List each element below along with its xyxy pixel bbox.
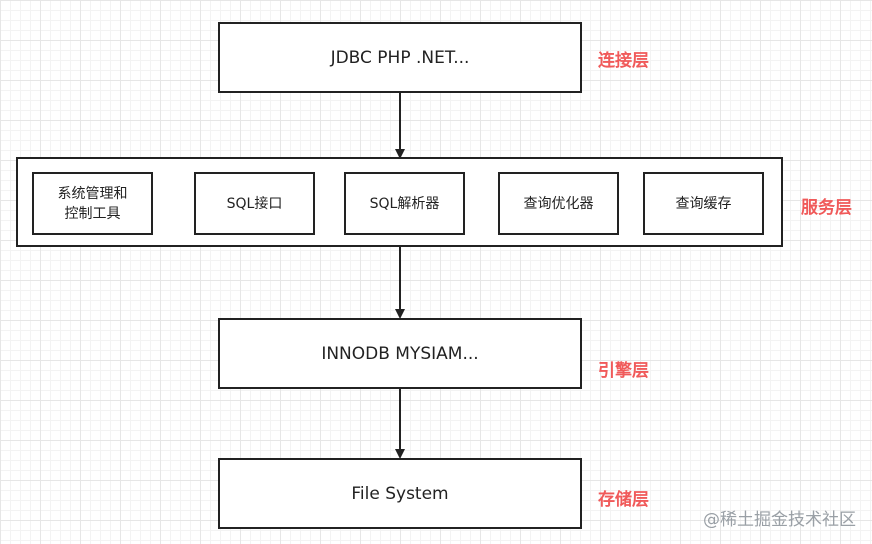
service-component-query-optimizer: 查询优化器 (498, 172, 619, 235)
service-component-sql-parser: SQL解析器 (344, 172, 465, 235)
watermark-text: @稀土掘金技术社区 (703, 510, 856, 530)
service-layer-label: 服务层 (801, 198, 852, 218)
storage-layer-text: File System (351, 483, 449, 504)
connection-layer-box: JDBC PHP .NET... (218, 22, 582, 93)
storage-layer-label: 存储层 (598, 490, 649, 510)
connection-layer-label: 连接层 (598, 51, 649, 71)
engine-layer-box: INNODB MYSIAM... (218, 318, 582, 389)
service-component-admin-tools: 系统管理和 控制工具 (32, 172, 153, 235)
service-layer-box: 系统管理和 控制工具 SQL接口 SQL解析器 查询优化器 查询缓存 (16, 157, 783, 247)
service-component-sql-interface: SQL接口 (194, 172, 315, 235)
engine-layer-label: 引擎层 (598, 361, 649, 381)
connection-layer-text: JDBC PHP .NET... (330, 47, 470, 68)
storage-layer-box: File System (218, 458, 582, 529)
service-component-query-cache: 查询缓存 (643, 172, 764, 235)
engine-layer-text: INNODB MYSIAM... (321, 343, 479, 364)
